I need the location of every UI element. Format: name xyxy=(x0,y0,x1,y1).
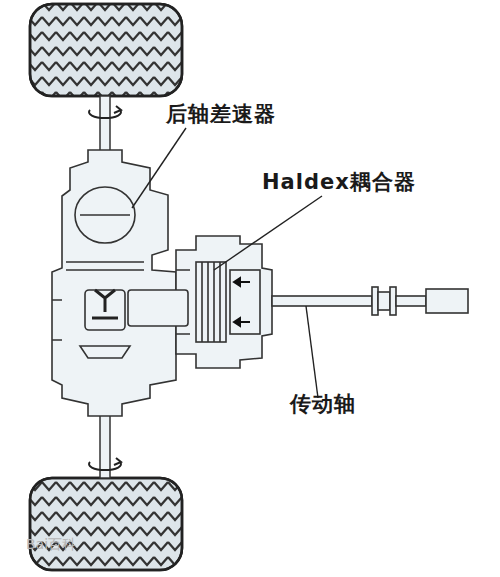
part-label: Haldex耦合器 xyxy=(262,168,416,196)
bevel-gear xyxy=(92,290,118,318)
rear-tire xyxy=(30,4,182,96)
leader-line xyxy=(132,128,322,398)
pressure-arrow xyxy=(234,278,250,326)
haldex-coupling xyxy=(128,236,272,368)
rear-tire xyxy=(30,478,182,570)
watermark: Bai百科 xyxy=(26,536,76,554)
drive-shaft xyxy=(272,287,468,315)
part-label: 后轴差速器 xyxy=(166,100,276,128)
differential-housing xyxy=(52,150,176,416)
part-label: 传动轴 xyxy=(290,390,356,418)
